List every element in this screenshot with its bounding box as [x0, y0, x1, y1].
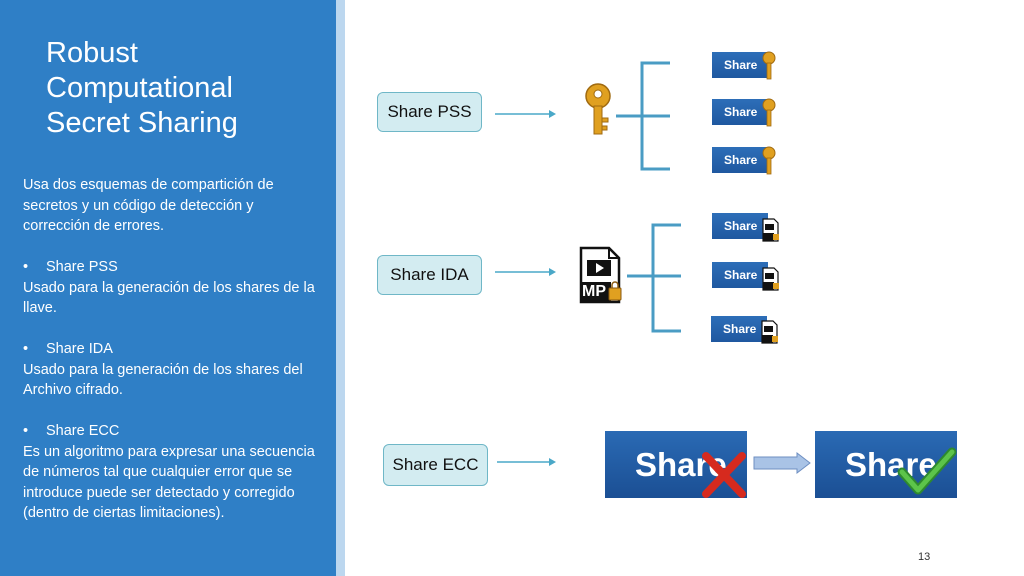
ida-share-3: Share	[711, 316, 767, 342]
page-number: 13	[918, 551, 931, 563]
description-text: Usa dos esquemas de compartición de secr…	[23, 175, 315, 524]
share-ida-label: Share IDA	[377, 255, 482, 295]
red-x-icon	[702, 452, 746, 498]
sidebar-edge	[336, 0, 345, 576]
file-icon-text: MP	[582, 283, 606, 300]
video-file-lock-icon	[762, 218, 779, 242]
bullet-ida: • Share IDA	[23, 339, 315, 360]
key-icon	[585, 83, 611, 135]
bullet-ida-text: Usado para la generación de los shares d…	[23, 361, 303, 399]
intro-text: Usa dos esquemas de compartición de secr…	[23, 177, 274, 234]
block-arrow-right	[753, 451, 811, 475]
green-check-icon	[897, 447, 957, 495]
bullet-ecc-text: Es un algoritmo para expresar una secuen…	[23, 443, 315, 522]
arrow-pss	[495, 110, 556, 118]
pss-share-1: Share	[712, 52, 768, 78]
video-file-lock-icon	[761, 320, 778, 344]
bullet-pss-text: Usado para la generación de los shares d…	[23, 279, 315, 317]
key-icon	[762, 98, 776, 127]
pss-share-2: Share	[712, 99, 768, 125]
slide-title: Robust Computational Secret Sharing	[46, 37, 238, 139]
arrow-ida	[495, 268, 556, 276]
ida-bracket	[627, 223, 681, 333]
sidebar-panel	[0, 0, 336, 576]
key-icon	[762, 146, 776, 175]
bullet-ecc: • Share ECC	[23, 421, 315, 442]
ecc-share-corrected: Share	[815, 431, 957, 498]
arrow-ecc	[497, 458, 556, 466]
bullet-dot: •	[23, 341, 29, 357]
pss-share-3: Share	[712, 147, 768, 173]
ida-share-2: Share	[712, 262, 768, 288]
share-pss-label: Share PSS	[377, 92, 482, 132]
ecc-share-corrupted: Share	[605, 431, 747, 498]
bullet-pss-name: Share PSS	[46, 259, 118, 275]
pss-bracket	[616, 61, 670, 171]
bullet-ecc-name: Share ECC	[46, 423, 120, 439]
bullet-ida-name: Share IDA	[46, 341, 113, 357]
share-ecc-label: Share ECC	[383, 444, 488, 486]
bullet-pss: • Share PSS	[23, 257, 315, 278]
key-icon	[762, 51, 776, 80]
video-file-lock-icon: MP	[579, 246, 623, 304]
ida-share-1: Share	[712, 213, 768, 239]
bullet-dot: •	[23, 423, 29, 439]
video-file-lock-icon	[762, 267, 779, 291]
bullet-dot: •	[23, 259, 29, 275]
